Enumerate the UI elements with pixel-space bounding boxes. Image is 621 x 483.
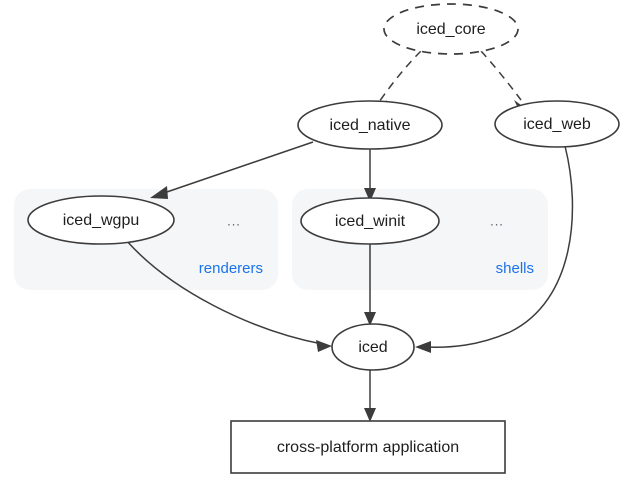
- node-iced-native-shape[interactable]: [297, 100, 443, 150]
- cluster-label-shells: shells: [496, 260, 534, 277]
- node-iced-core[interactable]: iced_core: [383, 3, 519, 55]
- cluster-label-renderers: renderers: [199, 260, 263, 277]
- cluster-shells-ellipsis: ...: [490, 213, 504, 228]
- node-iced[interactable]: iced: [331, 323, 415, 371]
- cluster-renderers-ellipsis: ...: [227, 213, 241, 228]
- node-cross-platform-application[interactable]: cross-platform application: [230, 420, 506, 474]
- node-iced-wgpu[interactable]: iced_wgpu: [27, 195, 175, 245]
- node-iced-wgpu-shape[interactable]: [27, 195, 175, 245]
- node-iced-core-label: iced_core: [416, 21, 485, 38]
- node-iced-label: iced: [358, 339, 387, 356]
- edge-iced-native-to-iced-winit: [364, 144, 376, 202]
- node-iced-core-shape[interactable]: [383, 3, 519, 55]
- edge-iced-native-to-iced-wgpu: [150, 141, 314, 199]
- edge-iced-wgpu-to-iced: [125, 239, 332, 352]
- node-iced-native[interactable]: iced_native: [297, 100, 443, 150]
- node-iced-web-label: iced_web: [523, 116, 591, 133]
- node-iced-wgpu-label: iced_wgpu: [63, 212, 140, 229]
- node-iced-winit-shape[interactable]: [300, 197, 440, 245]
- edge-iced-winit-to-iced: [364, 243, 376, 326]
- node-iced-winit-label: iced_winit: [335, 213, 406, 230]
- node-iced-native-label: iced_native: [330, 117, 411, 134]
- node-iced-winit[interactable]: iced_winit: [300, 197, 440, 245]
- node-iced-web[interactable]: iced_web: [494, 100, 620, 148]
- node-application-label: cross-platform application: [277, 439, 459, 456]
- node-iced-shape[interactable]: [331, 323, 415, 371]
- edge-iced-to-application: [364, 370, 376, 422]
- edge-iced-web-to-iced: [415, 145, 574, 353]
- node-iced-web-shape[interactable]: [494, 100, 620, 148]
- node-application-shape[interactable]: [230, 420, 506, 474]
- edge-iced-core-to-iced-web: [480, 50, 528, 112]
